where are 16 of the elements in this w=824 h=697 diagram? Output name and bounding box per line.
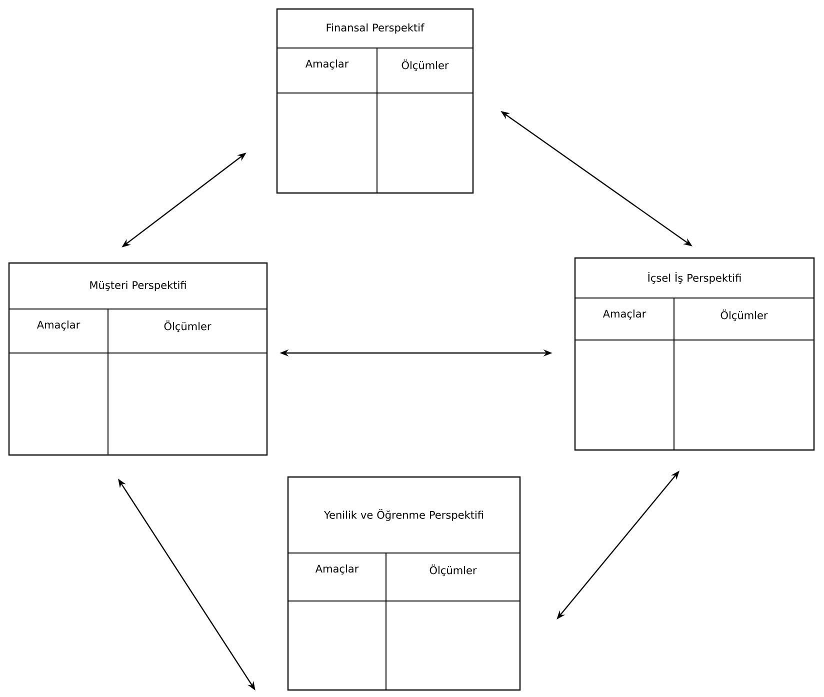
table-box	[8, 262, 268, 456]
table-box	[287, 476, 521, 691]
column-header: Amaçlar	[602, 310, 646, 320]
column-header: Amaçlar	[305, 60, 349, 70]
table-title: Müşteri Perspektifi	[90, 280, 186, 292]
table-title: Yenilik ve Öğrenme Perspektifi	[324, 509, 484, 521]
column-header: Amaçlar	[315, 564, 359, 575]
table-title: Finansal Perspektif	[326, 23, 424, 34]
column-header: Amaçlar	[36, 320, 80, 331]
table-box	[276, 8, 474, 194]
column-header: Ölçümler	[402, 60, 449, 72]
column-header: Ölçümler	[430, 564, 477, 576]
table-box	[574, 257, 815, 451]
column-header: Ölçümler	[720, 310, 768, 322]
table-title: İçsel İş Perspektifi	[648, 272, 741, 284]
column-header: Ölçümler	[164, 320, 212, 332]
